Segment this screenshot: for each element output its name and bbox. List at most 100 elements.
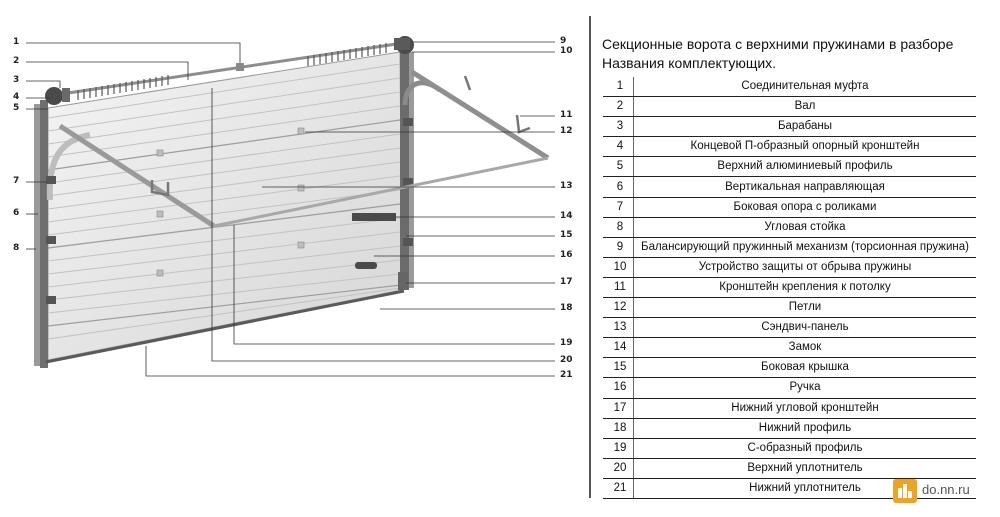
part-number: 17 bbox=[603, 398, 634, 419]
callout-2: 2 bbox=[13, 56, 20, 66]
callout-1: 1 bbox=[13, 37, 20, 47]
part-name: Верхний уплотнитель bbox=[633, 458, 976, 479]
part-number: 19 bbox=[603, 438, 634, 459]
callout-21: 21 bbox=[560, 370, 573, 380]
part-number: 11 bbox=[603, 277, 634, 299]
part-name: Балансирующий пружинный механизм (торсио… bbox=[633, 237, 976, 258]
vertical-divider bbox=[589, 16, 591, 498]
part-name: Верхний алюминиевый профиль bbox=[633, 156, 976, 178]
coupling bbox=[236, 63, 244, 71]
part-number: 9 bbox=[603, 237, 634, 258]
bottom-corner-bracket bbox=[398, 272, 408, 290]
part-number: 5 bbox=[603, 156, 634, 178]
part-number: 18 bbox=[603, 418, 634, 439]
garage-door-illustration bbox=[26, 36, 555, 377]
part-name: Кронштейн крепления к потолку bbox=[633, 277, 976, 299]
part-number: 21 bbox=[603, 478, 634, 499]
lock bbox=[352, 213, 396, 221]
part-name: С-образный профиль bbox=[633, 438, 976, 459]
part-name: Петли bbox=[633, 297, 976, 319]
callout-18: 18 bbox=[560, 303, 573, 313]
part-number: 16 bbox=[603, 377, 634, 399]
hinges bbox=[156, 127, 305, 277]
callout-7: 7 bbox=[13, 176, 20, 186]
part-name: Боковая крышка bbox=[633, 357, 976, 379]
part-name: Концевой П-образный опорный кронштейн bbox=[633, 136, 976, 158]
part-name: Устройство защиты от обрыва пружины bbox=[633, 257, 976, 278]
part-number: 8 bbox=[603, 217, 634, 238]
left-end-bracket bbox=[62, 88, 70, 102]
callout-13: 13 bbox=[560, 181, 573, 191]
left-drum bbox=[45, 87, 63, 105]
watermark: do.nn.ru bbox=[893, 478, 993, 504]
left-curved-track bbox=[46, 132, 91, 201]
right-angle-post bbox=[409, 52, 414, 288]
part-number: 20 bbox=[603, 458, 634, 479]
left-side-rollers bbox=[46, 176, 56, 304]
left-vertical-track bbox=[40, 100, 48, 368]
callout-12: 12 bbox=[560, 126, 573, 136]
part-name: Нижний профиль bbox=[633, 418, 976, 439]
legend-title-line-1: Секционные ворота с верхними пружинами в… bbox=[602, 36, 954, 52]
torsion-spring-right bbox=[307, 43, 387, 66]
callout-6: 6 bbox=[13, 208, 20, 218]
left-horizontal-track bbox=[58, 123, 216, 229]
handle bbox=[355, 262, 377, 269]
bottom-profile bbox=[45, 289, 405, 364]
callout-5: 5 bbox=[13, 103, 20, 113]
part-number: 13 bbox=[603, 317, 634, 339]
callout-10: 10 bbox=[560, 46, 573, 56]
callout-19: 19 bbox=[560, 338, 573, 348]
watermark-logo-icon bbox=[893, 479, 917, 503]
right-side-rollers bbox=[403, 118, 413, 246]
part-name: Нижний угловой кронштейн bbox=[633, 398, 976, 419]
callout-11: 11 bbox=[560, 110, 573, 120]
part-number: 6 bbox=[603, 176, 634, 198]
part-name: Угловая стойка bbox=[633, 217, 976, 238]
legend-title-line-2: Названия комплектующих. bbox=[602, 55, 777, 71]
callout-16: 16 bbox=[560, 250, 573, 260]
part-name: Барабаны bbox=[633, 116, 976, 138]
torsion-spring-left bbox=[77, 75, 169, 100]
right-end-bracket bbox=[394, 38, 410, 50]
part-number: 14 bbox=[603, 337, 634, 359]
part-number: 4 bbox=[603, 136, 634, 158]
part-number: 1 bbox=[603, 77, 634, 98]
part-name: Нижний уплотнитель bbox=[633, 478, 976, 499]
callout-9: 9 bbox=[560, 36, 567, 46]
part-name: Сэндвич-панель bbox=[633, 317, 976, 339]
right-vertical-track bbox=[400, 50, 409, 290]
callout-8: 8 bbox=[13, 243, 20, 253]
part-name: Боковая опора с роликами bbox=[633, 197, 976, 218]
part-name: Ручка bbox=[633, 377, 976, 399]
part-name: Замок bbox=[633, 337, 976, 359]
panel-joints bbox=[47, 119, 402, 327]
legend-title: Секционные ворота с верхними пружинами в… bbox=[602, 35, 953, 73]
part-number: 3 bbox=[603, 116, 634, 138]
callout-15: 15 bbox=[560, 230, 573, 240]
watermark-text: do.nn.ru bbox=[922, 482, 970, 497]
part-name: Вертикальная направляющая bbox=[633, 176, 976, 198]
